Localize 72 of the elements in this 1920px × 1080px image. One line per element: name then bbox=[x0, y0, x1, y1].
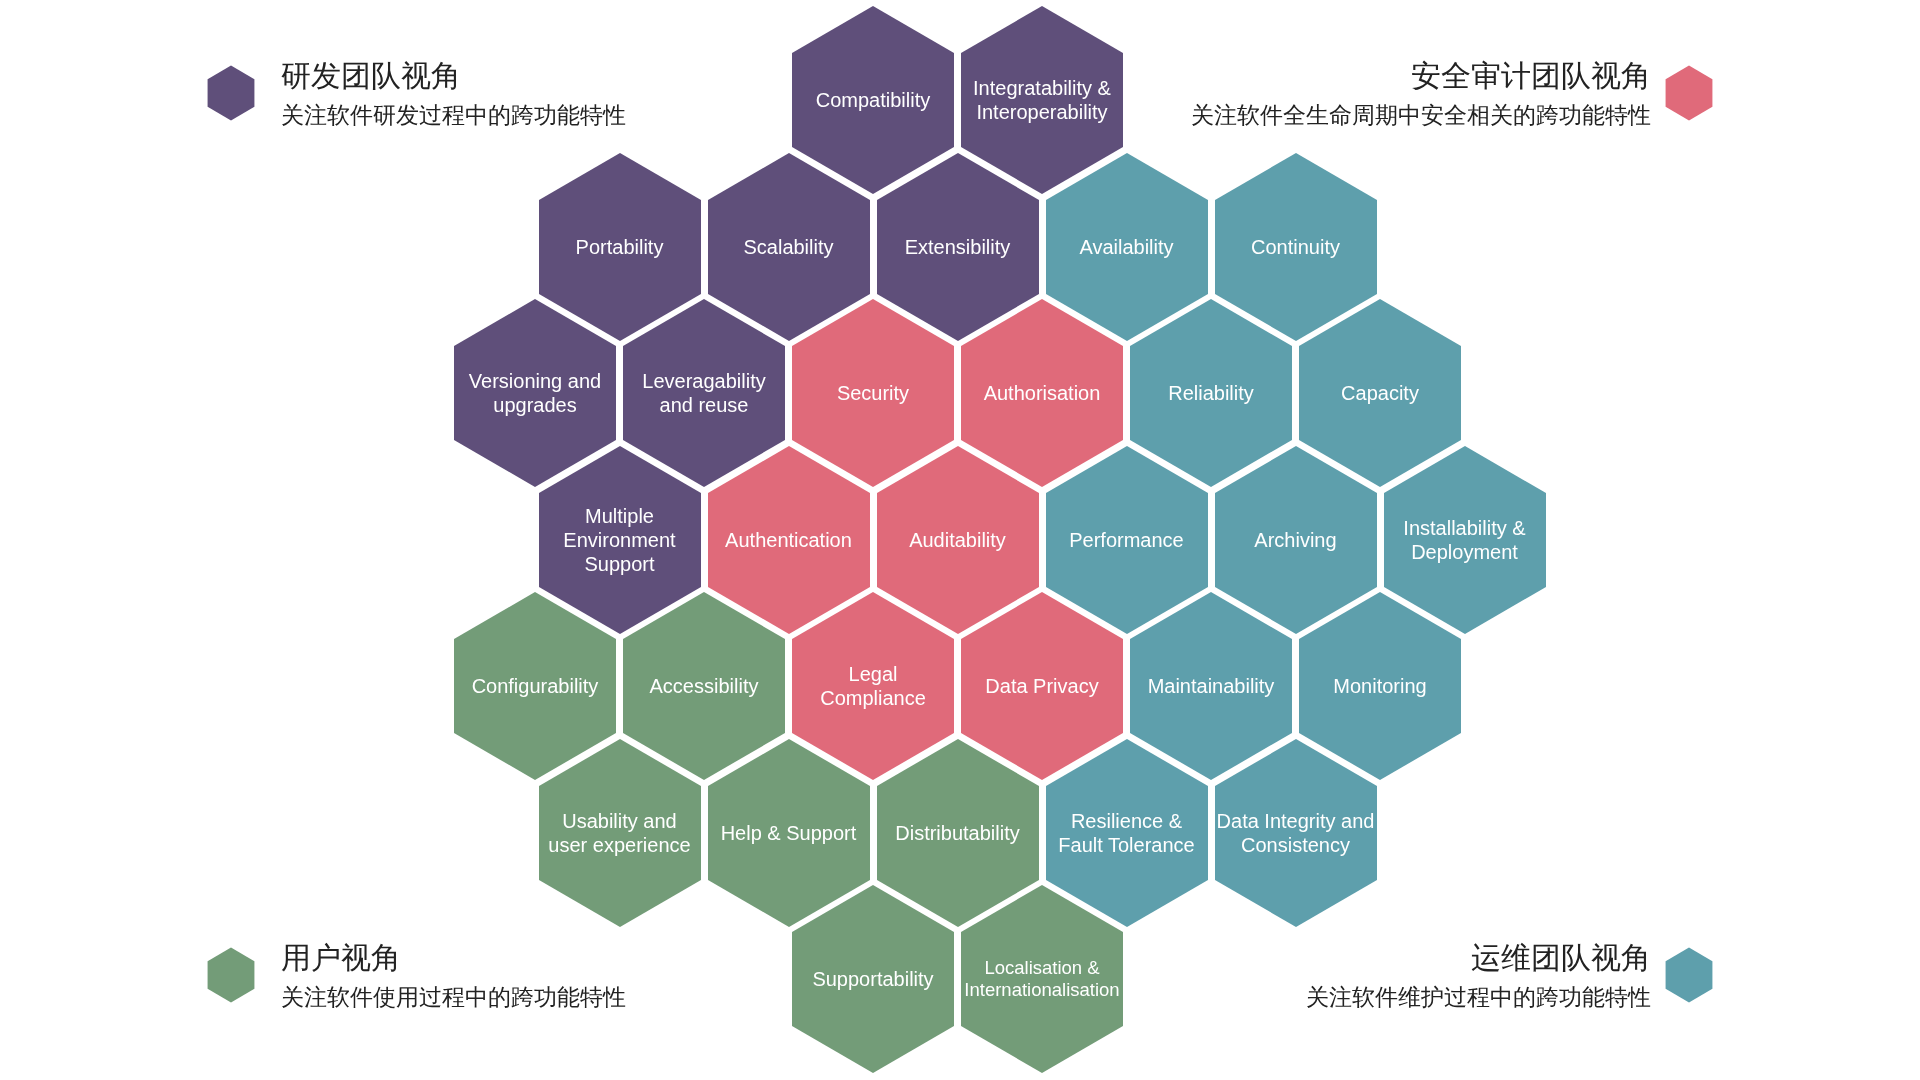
hexagon-label: Accessibility bbox=[649, 674, 759, 698]
hexagon-cell bbox=[959, 883, 1125, 1075]
hexagon-cell bbox=[705, 736, 872, 929]
legend-description: 关注软件全生命周期中安全相关的跨功能特性 bbox=[1191, 101, 1651, 130]
hexagon-label: Data Integrity and Consistency bbox=[1216, 808, 1375, 857]
hexagon-cell bbox=[536, 150, 703, 343]
hexagon-cell bbox=[790, 4, 956, 196]
hexagon-label: Performance bbox=[1069, 527, 1184, 552]
hexagon-cell bbox=[452, 297, 618, 489]
hexagon-cell bbox=[621, 297, 787, 489]
hexagon-cell bbox=[959, 4, 1125, 196]
legend-heading: 运维团队视角 bbox=[1471, 939, 1651, 977]
hexagon-cell bbox=[1212, 150, 1379, 343]
hexagon-cell bbox=[874, 736, 1041, 929]
hexagon-label: Supportability bbox=[812, 967, 934, 991]
hexagon-label: Continuity bbox=[1251, 234, 1340, 259]
hexagon-label: Distributability bbox=[895, 820, 1020, 845]
hexagon-label: Archiving bbox=[1254, 527, 1337, 552]
hexagon-label: Legal Compliance bbox=[819, 662, 927, 710]
hexagon-label: Help & Support bbox=[720, 820, 857, 845]
hexagon-label: Authorisation bbox=[983, 381, 1101, 405]
hexagon-cell bbox=[1297, 297, 1463, 489]
hexagon-cell bbox=[790, 297, 956, 489]
hexagon-cell bbox=[1128, 590, 1294, 782]
hexagon-label: Integratability & Interoperability bbox=[972, 76, 1112, 124]
hexagon-label: Security bbox=[836, 381, 910, 405]
hexagon-cell bbox=[452, 590, 618, 782]
hexagon-label: Compatibility bbox=[815, 88, 931, 112]
hexagon-cell bbox=[959, 297, 1125, 489]
hexagon-label: Versioning and upgrades bbox=[467, 369, 603, 417]
hexagon-cell bbox=[1212, 443, 1379, 636]
hexagon-label: Portability bbox=[575, 234, 664, 259]
hexagon-cell bbox=[705, 150, 872, 343]
hexagon-cell bbox=[790, 590, 956, 782]
hexagon-cell bbox=[1043, 443, 1210, 636]
hexagon-cell bbox=[1297, 590, 1463, 782]
legend-heading: 用户视角 bbox=[281, 939, 401, 977]
hexagon-cell bbox=[790, 883, 956, 1075]
hexagon-cell bbox=[874, 443, 1041, 636]
hexagon-label: Maintainability bbox=[1147, 674, 1275, 698]
hexagon-label: Availability bbox=[1079, 234, 1174, 259]
hexagon-label: Usability and user experience bbox=[547, 808, 692, 857]
hexagon-label: Reliability bbox=[1168, 381, 1254, 405]
hexagon-label: Multiple Environment Support bbox=[562, 503, 677, 576]
legend-description: 关注软件维护过程中的跨功能特性 bbox=[1306, 983, 1651, 1012]
hexagon-cell bbox=[1043, 736, 1210, 929]
legend-heading: 研发团队视角 bbox=[281, 57, 461, 95]
hexagon-cell bbox=[536, 443, 703, 636]
hexagon-label: Leveragability and reuse bbox=[641, 369, 767, 417]
hexagon-label: Installability & Deployment bbox=[1402, 515, 1527, 564]
hexagon-cell bbox=[959, 590, 1125, 782]
hexagon-label: Resilience & Fault Tolerance bbox=[1057, 808, 1196, 857]
legend-description: 关注软件使用过程中的跨功能特性 bbox=[281, 983, 626, 1012]
hexagon-label: Data Privacy bbox=[985, 674, 1099, 698]
hexagon-label: Extensibility bbox=[904, 234, 1011, 259]
legend-heading: 安全审计团队视角 bbox=[1411, 57, 1651, 95]
hexagon-cell bbox=[874, 150, 1041, 343]
hexagon-cell bbox=[1128, 297, 1294, 489]
hexagon-cell bbox=[621, 590, 787, 782]
hexagon-label: Auditability bbox=[909, 527, 1006, 552]
hexagon-cell bbox=[1043, 150, 1210, 343]
hexagon-cell bbox=[1381, 443, 1548, 636]
hexagon-cell bbox=[536, 736, 703, 929]
hexagon-label: Scalability bbox=[743, 234, 834, 259]
hexagon-label: Capacity bbox=[1341, 381, 1419, 405]
hexagon-cell bbox=[1212, 736, 1379, 929]
hexagon-label: Authentication bbox=[725, 527, 852, 552]
hexagon-label: Configurability bbox=[471, 674, 599, 698]
hexagon-cell bbox=[705, 443, 872, 636]
hexagon-label: Monitoring bbox=[1333, 674, 1427, 698]
legend-description: 关注软件研发过程中的跨功能特性 bbox=[281, 101, 626, 130]
hexagon-label: Localisation & Internationalisation bbox=[963, 956, 1121, 1002]
